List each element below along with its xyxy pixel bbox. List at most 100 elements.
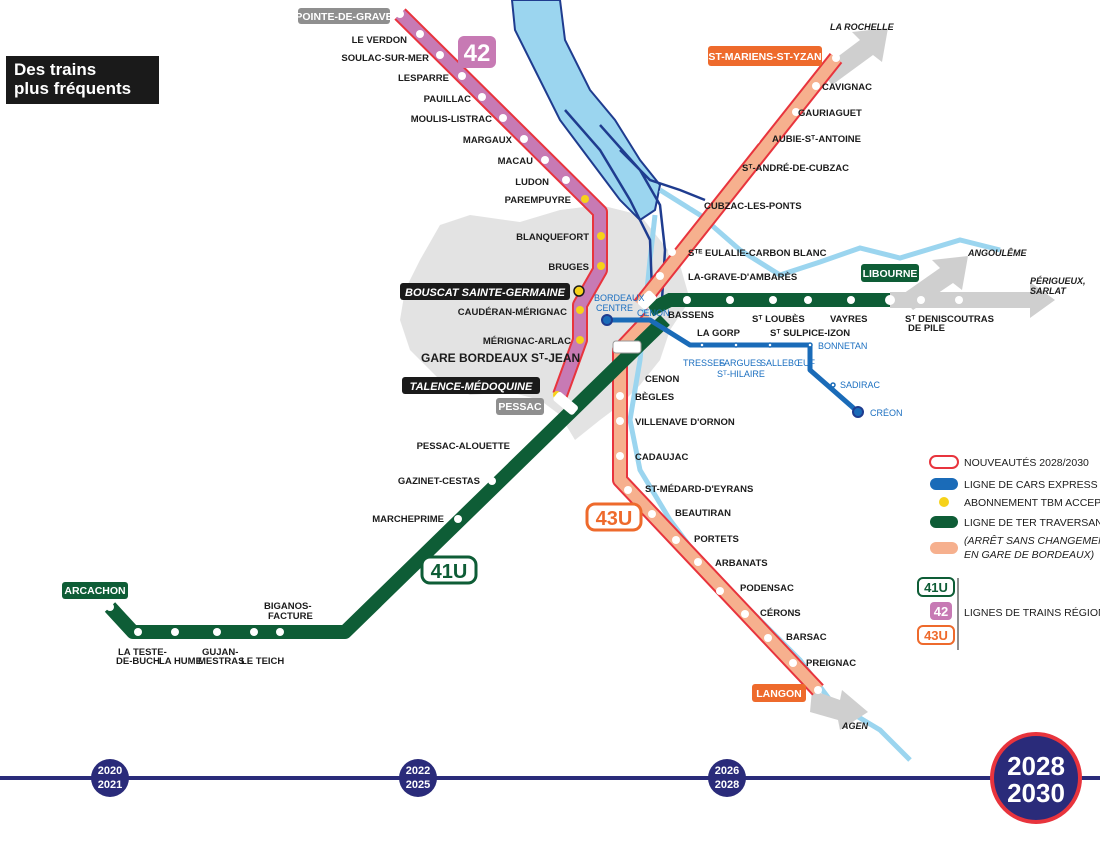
label-vayres: VAYRES bbox=[830, 314, 868, 325]
label-ste-eulalie: Sᵀᴱ EULALIE-CARBON BLANC bbox=[688, 248, 827, 259]
pill-arcachon bbox=[62, 582, 128, 599]
pill-pessac bbox=[496, 398, 544, 415]
label-gauriaguet: GAURIAGUET bbox=[798, 108, 862, 119]
label-coutras: COUTRAS bbox=[947, 314, 994, 325]
badge-43u bbox=[585, 502, 643, 532]
label-aubie: AUBIE-Sᵀ-ANTOINE bbox=[772, 134, 861, 145]
bouscat-tbm-dot bbox=[573, 285, 585, 297]
legend-new-swatch bbox=[929, 455, 959, 469]
pill-pointe-de-grave bbox=[298, 8, 390, 24]
label-blanquefort: BLANQUEFORT bbox=[516, 232, 589, 243]
pill-langon bbox=[752, 684, 806, 702]
label-moulis: MOULIS-LISTRAC bbox=[411, 114, 492, 125]
stations-43u-dots bbox=[616, 392, 822, 694]
line-41u bbox=[104, 314, 670, 639]
label-fargues: FARGUES bbox=[719, 358, 762, 368]
label-arbanats: ARBANATS bbox=[715, 558, 768, 569]
label-la-gorp: LA GORP bbox=[697, 328, 741, 339]
label-la-teste-2: DE-BUCH bbox=[116, 656, 160, 667]
dest-agen: AGEN bbox=[841, 721, 869, 731]
label-bordeaux: BORDEAUX bbox=[594, 293, 645, 303]
stations-ne-dots bbox=[656, 54, 840, 280]
label-beautiran: BEAUTIRAN bbox=[675, 508, 731, 519]
stations-41u-dots bbox=[106, 441, 524, 636]
badge-43u-label: 43U bbox=[596, 508, 633, 530]
label-la-hume: LA HUME bbox=[159, 656, 202, 667]
label-gujan-1: GUJAN- bbox=[202, 647, 238, 658]
label-parempuyre: PAREMPUYRE bbox=[505, 195, 571, 206]
label-creon: CRÉON bbox=[870, 408, 903, 418]
dest-angouleme: ANGOULÊME bbox=[967, 247, 1027, 258]
timeline-point-1[interactable]: 2020 2021 bbox=[91, 759, 129, 797]
legend-b41-label: 41U bbox=[924, 580, 948, 595]
svg-text:2028: 2028 bbox=[715, 779, 739, 791]
labels-42: LE VERDON SOULAC-SUR-MER LESPARRE PAUILL… bbox=[341, 35, 589, 347]
pill-langon-label: LANGON bbox=[756, 688, 802, 700]
label-ludon: LUDON bbox=[515, 177, 549, 188]
label-pauillac: PAUILLAC bbox=[424, 94, 471, 105]
hub-pessac bbox=[553, 392, 578, 415]
label-begles: BÈGLES bbox=[635, 392, 674, 403]
label-cerons: CÉRONS bbox=[760, 608, 801, 619]
legend-ter-2: (ARRÊT SANS CHANGEMENT bbox=[964, 534, 1100, 547]
label-st-denis-2: DE PILE bbox=[908, 323, 945, 334]
dest-perigueux-2: SARLAT bbox=[1030, 286, 1067, 296]
dest-la-rochelle: LA ROCHELLE bbox=[830, 22, 895, 32]
dordogne-river bbox=[658, 187, 1001, 278]
pill-pointe-de-grave-label: POINTE-DE-GRAVE bbox=[295, 11, 392, 23]
label-gare-st-jean: GARE BORDEAUX Sᵀ-JEAN bbox=[421, 351, 580, 365]
labels-41u: PESSAC-ALOUETTE GAZINET-CESTAS MARCHEPRI… bbox=[116, 441, 510, 667]
label-st-hilaire: Sᵀ-HILAIRE bbox=[717, 369, 765, 379]
label-le-teich: LE TEICH bbox=[241, 656, 284, 667]
timeline-point-3[interactable]: 2026 2028 bbox=[708, 759, 746, 797]
labels-43u: BÈGLES VILLENAVE D'ORNON CADAUJAC ST-MÉD… bbox=[635, 392, 856, 669]
line-libourne bbox=[646, 293, 890, 317]
arrow-la-rochelle bbox=[820, 28, 888, 85]
label-cauderan: CAUDÉRAN-MÉRIGNAC bbox=[458, 307, 567, 318]
label-marcheprime: MARCHEPRIME bbox=[372, 514, 444, 525]
label-cadaujac: CADAUJAC bbox=[635, 452, 688, 463]
legend-ter-3: EN GARE DE BORDEAUX) bbox=[964, 549, 1094, 561]
label-la-grave: LA-GRAVE-D'AMBARÈS bbox=[688, 272, 797, 283]
title-line-2: plus fréquents bbox=[14, 79, 132, 98]
svg-text:2026: 2026 bbox=[715, 765, 739, 777]
label-cavignac: CAVIGNAC bbox=[822, 82, 872, 93]
label-cenon-bus: CENON bbox=[637, 308, 670, 318]
gironde-estuary bbox=[510, 0, 662, 222]
timeline-point-2[interactable]: 2022 2025 bbox=[399, 759, 437, 797]
labels-ne: CAVIGNAC GAURIAGUET AUBIE-Sᵀ-ANTOINE Sᵀ-… bbox=[688, 82, 872, 283]
label-sadirac: SADIRAC bbox=[840, 380, 881, 390]
label-pessac-alouette: PESSAC-ALOUETTE bbox=[417, 441, 510, 452]
bus-stops bbox=[699, 342, 836, 388]
label-talence: TALENCE-MÉDOQUINE bbox=[410, 380, 533, 393]
hub-cenon bbox=[637, 290, 657, 310]
label-gazinet: GAZINET-CESTAS bbox=[398, 476, 480, 487]
label-podensac: PODENSAC bbox=[740, 583, 794, 594]
legend-cars-swatch bbox=[930, 478, 958, 490]
svg-text:2030: 2030 bbox=[1007, 778, 1065, 808]
pill-st-mariens-label: ST-MARIENS-ST-YZAN bbox=[708, 51, 821, 63]
label-biganos-1: BIGANOS- bbox=[264, 601, 312, 612]
hub-st-jean bbox=[612, 340, 642, 354]
line-st-mariens-fill bbox=[635, 54, 841, 309]
badge-41u-label: 41U bbox=[431, 561, 468, 583]
label-tresses: TRESSES bbox=[683, 358, 725, 368]
label-la-teste-1: LA TESTE- bbox=[118, 647, 167, 658]
legend-new: NOUVEAUTÉS 2028/2030 bbox=[964, 456, 1089, 469]
label-bruges: BRUGES bbox=[548, 262, 589, 273]
label-merignac-arlac: MÉRIGNAC-ARLAC bbox=[483, 336, 571, 347]
badge-42 bbox=[458, 36, 496, 68]
label-villenave: VILLENAVE D'ORNON bbox=[635, 417, 735, 428]
label-lesparre: LESPARRE bbox=[398, 73, 449, 84]
timeline-point-4-active[interactable]: 2028 2030 bbox=[990, 732, 1082, 824]
pill-libourne bbox=[861, 264, 919, 282]
label-barsac: BARSAC bbox=[786, 632, 827, 643]
legend-regional: LIGNES DE TRAINS RÉGIONAUX bbox=[964, 606, 1100, 619]
legend-ter-swatch-green bbox=[930, 516, 958, 528]
label-cubzac: CUBZAC-LES-PONTS bbox=[704, 201, 802, 212]
legend-cars: LIGNE DE CARS EXPRESS bbox=[964, 479, 1098, 491]
talence-box bbox=[402, 377, 540, 394]
label-macau: MACAU bbox=[498, 156, 533, 167]
bordeaux-centre-stop bbox=[601, 314, 613, 326]
legend-tbm-dot bbox=[939, 497, 949, 507]
